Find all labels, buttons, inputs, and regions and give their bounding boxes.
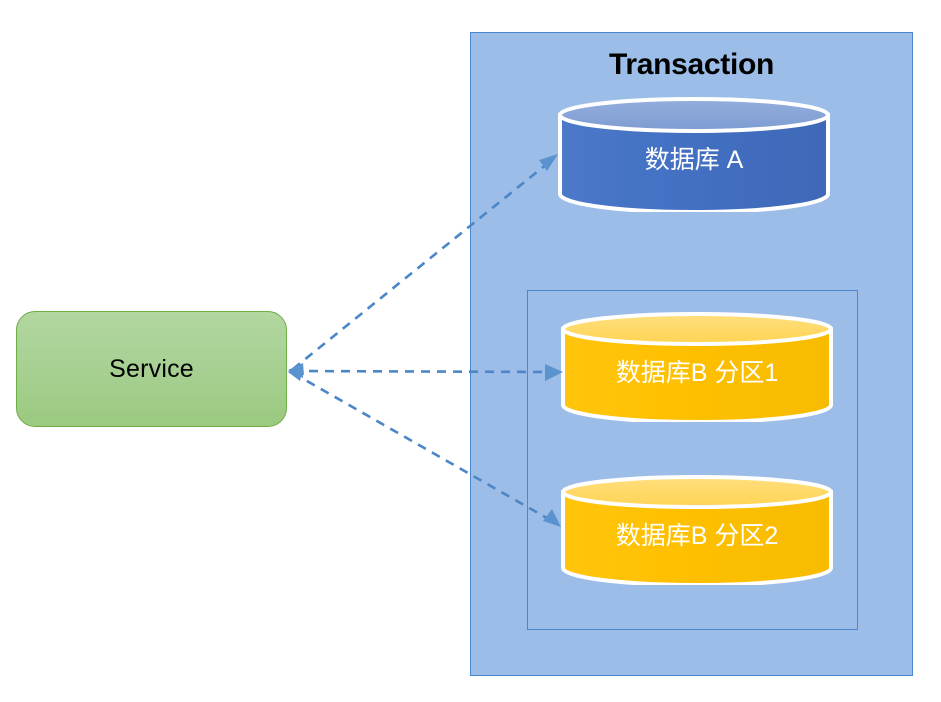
service-label: Service bbox=[109, 354, 194, 383]
database-b-partition-2-cylinder[interactable]: 数据库B 分区2 bbox=[560, 475, 834, 587]
service-box[interactable]: Service bbox=[16, 311, 287, 427]
database-a-shape bbox=[558, 97, 830, 214]
database-b-partition-1-shape bbox=[561, 312, 833, 424]
database-b-partition-1-cylinder[interactable]: 数据库B 分区1 bbox=[560, 312, 834, 424]
database-a-cylinder[interactable]: 数据库 A bbox=[557, 97, 831, 214]
database-b-partition-2-shape bbox=[561, 475, 833, 587]
transaction-title: Transaction bbox=[608, 48, 775, 81]
